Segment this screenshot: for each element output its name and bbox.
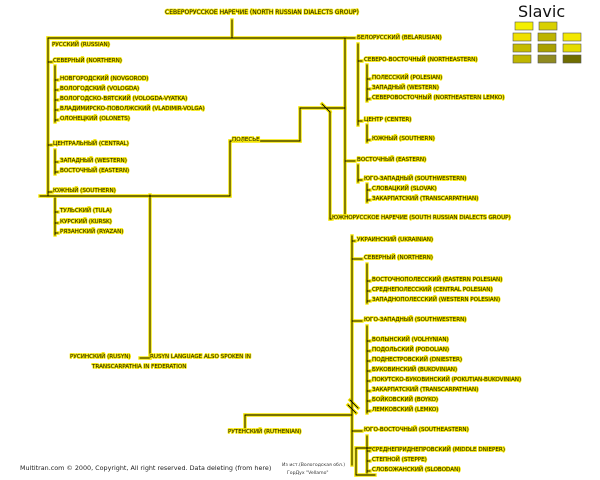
tree-connectors — [38, 18, 377, 477]
node-northeast-lemko: СЕВЕРОВОСТОЧНЫЙ (NORTHEASTERN LEMKO) — [372, 94, 505, 101]
legend: Slavic — [512, 2, 582, 64]
node-lemk: ЛЕМКОВСКИЙ (LEMKO) — [372, 406, 438, 413]
node-southwest: ЮГО-ЗАПАДНЫЙ (SOUTHWESTERN) — [364, 175, 466, 182]
node-vostochny: ВОСТОЧНЫЙ (EASTERN) — [60, 167, 129, 174]
legend-swatch — [537, 32, 557, 42]
node-slovak: СЛОВАЦКИЙ (SLOVAK) — [372, 185, 437, 192]
legend-swatch — [537, 54, 557, 64]
node-northeastern: СЕВЕРО-ВОСТОЧНЫЙ (NORTHEASTERN) — [364, 56, 478, 63]
legend-swatch — [562, 43, 582, 53]
node-south-group: ЮЖНОРУССКОЕ НАРЕЧИЕ (SOUTH RUSSIAN DIALE… — [332, 215, 511, 221]
footer-copyright: Multitran.com © 2000, Copyright, All rig… — [20, 464, 271, 472]
legend-swatch — [538, 21, 558, 31]
node-southern: ЮЖНЫЙ (SOUTHERN) — [53, 187, 116, 194]
node-ryazansky: РЯЗАНСКИЙ (RYAZAN) — [60, 228, 123, 235]
node-sw-ukr: ЮГО-ЗАПАДНЫЙ (SOUTHWESTERN) — [364, 316, 466, 323]
node-rusyn-note: RUSYN LANGUAGE ALSO SPOKEN IN — [150, 354, 251, 360]
node-severny: СЕВЕРНЫЙ (NORTHERN) — [53, 57, 122, 64]
connector-line — [349, 399, 359, 409]
node-ukrainsky: УКРАИНСКИЙ (UKRAINIAN) — [357, 236, 433, 243]
node-stepnoy: СТЕПНОЙ (STEPPE) — [372, 456, 427, 463]
footer: Multitran.com © 2000, Copyright, All rig… — [20, 462, 345, 476]
node-ruthenian: РУТЕНСКИЙ (RUTHENIAN) — [228, 428, 301, 435]
node-vologda: ВОЛОГОДСКИЙ (VOLOGDA) — [60, 85, 139, 92]
node-boyk: БОЙКОВСКИЙ (BOYKO) — [372, 396, 438, 403]
node-volgovyatsky: ВОЛОГОДСКО-ВЯТСКИЙ (VOLOGDA-VYATKA) — [60, 95, 187, 102]
node-rusynsky: РУСИНСКИЙ (RUSYN) — [70, 353, 131, 360]
node-slobozh: СЛОБОЖАНСКИЙ (SLOBODAN) — [372, 466, 460, 473]
node-polesky: ПОЛЕССКИЙ (POLESIAN) — [372, 74, 442, 81]
node-central: ЦЕНТРАЛЬНЫЙ (CENTRAL) — [53, 140, 129, 147]
node-podolsky: ПОДОЛЬСКИЙ (PODOLIAN) — [372, 346, 449, 353]
node-labels: СЕВЕРОРУССКОЕ НАРЕЧИЕ (NORTH RUSSIAN DIA… — [51, 8, 522, 474]
footer-credit-1: Из ист.(Вологодская обл.) — [282, 462, 345, 468]
node-southern-right: ЮЖНЫЙ (SOUTHERN) — [372, 135, 435, 142]
node-kursky: КУРСКИЙ (KURSK) — [60, 218, 112, 225]
node-eastern-slavic: ВОСТОЧНЫЙ (EASTERN) — [357, 156, 426, 163]
node-western: ЗАПАДНЫЙ (WESTERN) — [372, 84, 439, 91]
node-center: ЦЕНТР (CENTER) — [364, 117, 411, 123]
node-zap-polessky: ЗАПАДНОПОЛЕССКИЙ (WESTERN POLESIAN) — [372, 296, 500, 303]
legend-swatches — [512, 21, 582, 64]
node-vladimir: ВЛАДИМИРСКО-ПОВОЛЖСКИЙ (VLADIMIR-VOLGA) — [60, 105, 205, 112]
legend-swatch — [562, 54, 582, 64]
node-podnestr: ПОДНЕСТРОВСКИЙ (DNIESTER) — [372, 356, 462, 363]
legend-swatch — [512, 54, 532, 64]
connector-line — [321, 103, 331, 113]
node-tulsky: ТУЛЬСКИЙ (TULA) — [59, 207, 112, 214]
node-transcarpathian: ЗАКАРПАТСКИЙ (TRANSCARPATHIAN) — [372, 195, 478, 202]
footer-credit-2: ГорДух "Vellamo" — [287, 470, 329, 476]
node-zapadny: ЗАПАДНЫЙ (WESTERN) — [60, 157, 127, 164]
node-root: СЕВЕРОРУССКОЕ НАРЕЧИЕ (NORTH RUSSIAN DIA… — [165, 9, 359, 16]
node-rusyn-note2: TRANSCARPATHIA IN FEDERATION — [91, 364, 186, 370]
node-zakarpat: ЗАКАРПАТСКИЙ (TRANSCARPATHIAN) — [372, 386, 478, 393]
node-russky: РУССКИЙ (RUSSIAN) — [52, 41, 110, 48]
node-sredne-dnepr: СРЕДНЕПРИДНЕПРОВСКИЙ (MIDDLE DNIEPER) — [372, 446, 505, 453]
node-volynsky: ВОЛЫНСКИЙ (VOLHYNIAN) — [372, 336, 449, 343]
node-pokut: ПОКУТСКО-БУКОВИНСКИЙ (POKUTIAN-BUKOVINIA… — [372, 376, 521, 383]
legend-swatch — [512, 32, 532, 42]
node-novgorod: НОВГОРОДСКИЙ (NOVGOROD) — [60, 75, 148, 82]
node-n-ukr: СЕВЕРНЫЙ (NORTHERN) — [364, 254, 433, 261]
legend-swatch — [514, 21, 534, 31]
legend-swatch — [562, 32, 582, 42]
node-se-ukr: ЮГО-ВОСТОЧНЫЙ (SOUTHEASTERN) — [364, 426, 469, 433]
node-polesye: ПОЛЕСЬЕ — [232, 137, 260, 143]
legend-swatch — [537, 43, 557, 53]
node-belarusky: БЕЛОРУССКИЙ (BELARUSIAN) — [357, 34, 442, 41]
node-olonets: ОЛОНЕЦКИЙ (OLONETS) — [60, 115, 130, 122]
node-sred-polessky: СРЕДНЕПОЛЕССКИЙ (CENTRAL POLESIAN) — [372, 286, 493, 293]
connector-line — [347, 404, 357, 414]
node-vost-polessky: ВОСТОЧНОПОЛЕССКИЙ (EASTERN POLESIAN) — [372, 276, 502, 283]
legend-swatch — [512, 43, 532, 53]
node-bukovina: БУКОВИНСКИЙ (BUKOVINIAN) — [372, 366, 457, 373]
legend-title: Slavic — [518, 2, 565, 21]
